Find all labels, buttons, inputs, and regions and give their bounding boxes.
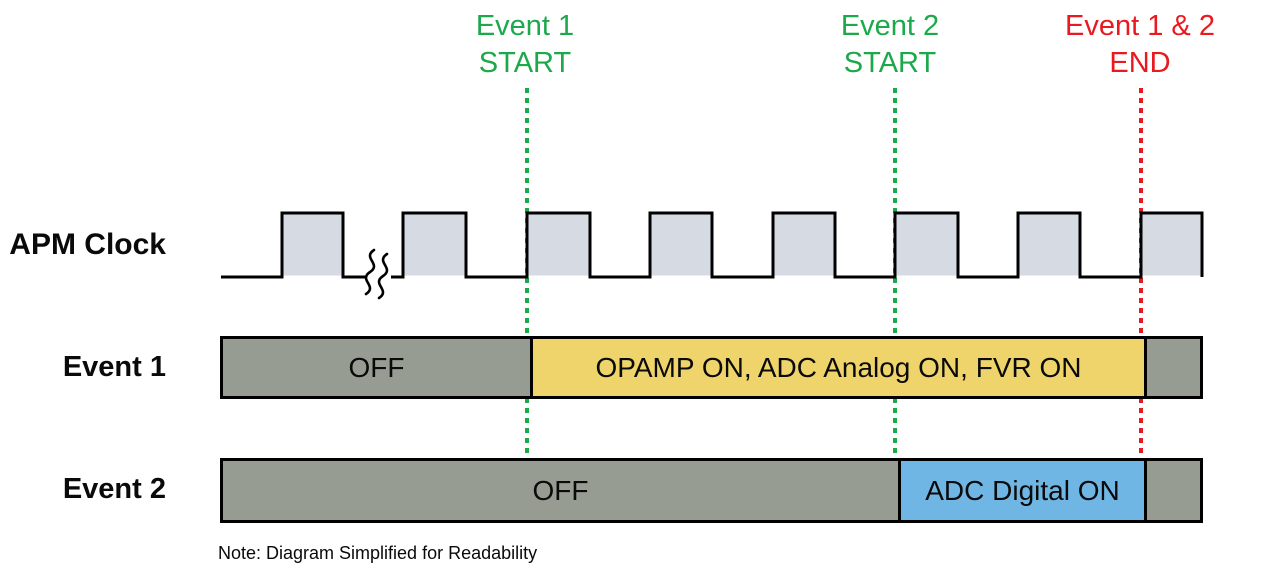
event12-end-guide-line xyxy=(1139,88,1143,458)
event1-bar: OFF OPAMP ON, ADC Analog ON, FVR ON xyxy=(220,336,1203,399)
marker-event12-end-line2: END xyxy=(1109,47,1171,79)
marker-event1-start-line1: Event 1 xyxy=(475,10,575,42)
event1-on-segment: OPAMP ON, ADC Analog ON, FVR ON xyxy=(530,339,1144,396)
marker-event1-start-line2: START xyxy=(478,47,572,79)
marker-event2-start: Event 2 START xyxy=(760,8,1020,82)
event2-tail-segment xyxy=(1144,461,1200,520)
event2-bar: OFF ADC Digital ON xyxy=(220,458,1203,523)
event1-off-segment: OFF xyxy=(223,339,530,396)
event2-off-segment: OFF xyxy=(223,461,898,520)
event2-on-segment: ADC Digital ON xyxy=(898,461,1144,520)
clock-break-icon xyxy=(364,248,389,300)
row-label-event2: Event 2 xyxy=(62,473,166,505)
event1-tail-segment xyxy=(1144,339,1200,396)
clock-trace xyxy=(221,211,1204,279)
event2-start-guide-line xyxy=(893,88,897,458)
marker-event12-end-line1: Event 1 & 2 xyxy=(1065,10,1215,42)
row-label-event1: Event 1 xyxy=(62,351,166,383)
marker-event2-start-line2: START xyxy=(843,47,937,79)
marker-event2-start-line1: Event 2 xyxy=(840,10,940,42)
row-label-apm-clock: APM Clock xyxy=(9,228,166,261)
diagram-note: Note: Diagram Simplified for Readability xyxy=(218,543,538,563)
marker-event12-end: Event 1 & 2 END xyxy=(1010,8,1270,82)
event1-start-guide-line xyxy=(525,88,529,458)
marker-event1-start: Event 1 START xyxy=(395,8,655,82)
clock-pulse-fills xyxy=(283,214,1201,276)
